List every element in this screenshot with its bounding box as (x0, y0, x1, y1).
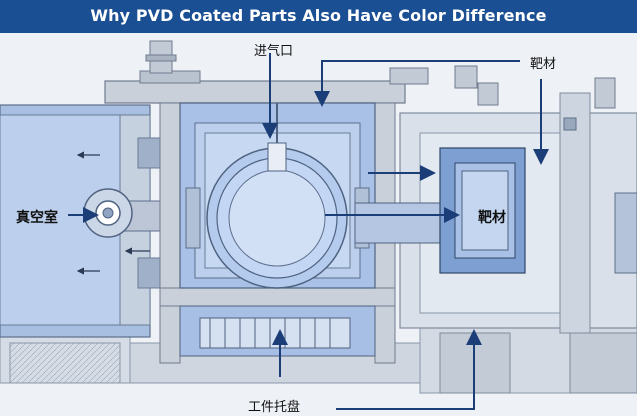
callout-arrows (68, 53, 549, 410)
main-frame (104, 40, 478, 364)
door-arrows (76, 151, 150, 275)
target-top-right-label: 靶材 (530, 57, 557, 72)
target-top-arrow (314, 60, 520, 107)
tray-horizontal-arrow (336, 329, 482, 410)
gas-inlet-label: 进气口 (254, 44, 294, 59)
workpiece-tray-unit (179, 305, 376, 357)
target-center-label: 靶材 (478, 210, 506, 226)
workpiece-tray-label: 工件托盘 (248, 400, 301, 415)
vacuum-chamber-label: 真空室 (16, 210, 58, 226)
chamber-body (179, 102, 376, 289)
diagram-title: Why PVD Coated Parts Also Have Color Dif… (90, 6, 547, 25)
title-bar (0, 0, 637, 33)
pvd-machine-illustration (0, 33, 637, 416)
